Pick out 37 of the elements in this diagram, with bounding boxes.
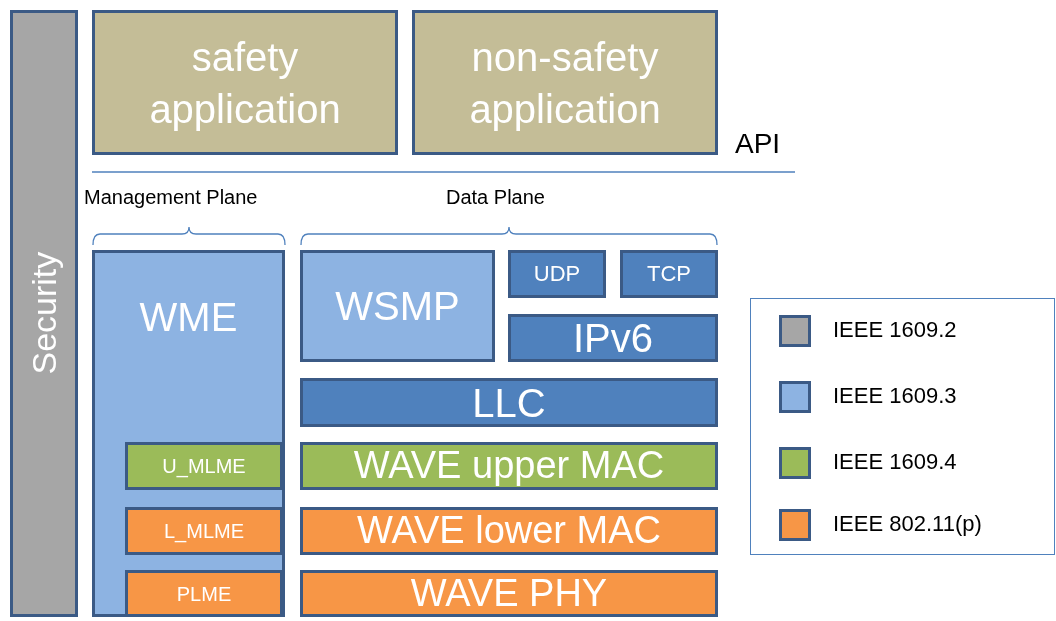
layer-name: U_MLME (162, 454, 246, 479)
layer-box (508, 250, 606, 298)
security-bar (10, 10, 78, 617)
application-box (92, 10, 398, 155)
layer-box (300, 378, 718, 427)
layer-name: WAVE PHY (410, 570, 608, 616)
application-box (412, 10, 718, 155)
layer-name: L_MLME (164, 519, 244, 544)
layer-box (125, 442, 283, 490)
layer-box (92, 250, 285, 617)
plane-label: Data Plane (446, 186, 545, 209)
layer-box (300, 250, 495, 362)
layer-box (125, 507, 283, 555)
layer-box (300, 442, 718, 490)
layer-name: LLC (472, 379, 546, 427)
layer-name: PLME (176, 581, 232, 607)
layer-name: Security (23, 252, 64, 375)
layer-name: WME (139, 294, 238, 341)
layer-name: WAVE lower MAC (356, 508, 661, 554)
legend-label: IEEE 1609.2 (833, 317, 957, 343)
layer-name: UDP (533, 259, 581, 288)
api-label: API (735, 128, 781, 160)
layer-box (125, 570, 283, 617)
layer-name: safety application (148, 33, 342, 133)
layer-name: WSMP (335, 283, 460, 330)
layer-name: WAVE upper MAC (353, 443, 665, 489)
plane-label: Management Plane (84, 186, 258, 209)
layer-name: IPv6 (572, 315, 653, 362)
legend-label: IEEE 1609.4 (833, 449, 957, 475)
layer-box (300, 570, 718, 617)
layer-name: non-safety application (468, 33, 662, 133)
layer-box (508, 314, 718, 362)
legend-label: IEEE 802.11(p) (833, 511, 982, 537)
layer-box (620, 250, 718, 298)
layer-name: TCP (647, 259, 691, 288)
layer-box (300, 507, 718, 555)
legend-label: IEEE 1609.3 (833, 383, 957, 409)
